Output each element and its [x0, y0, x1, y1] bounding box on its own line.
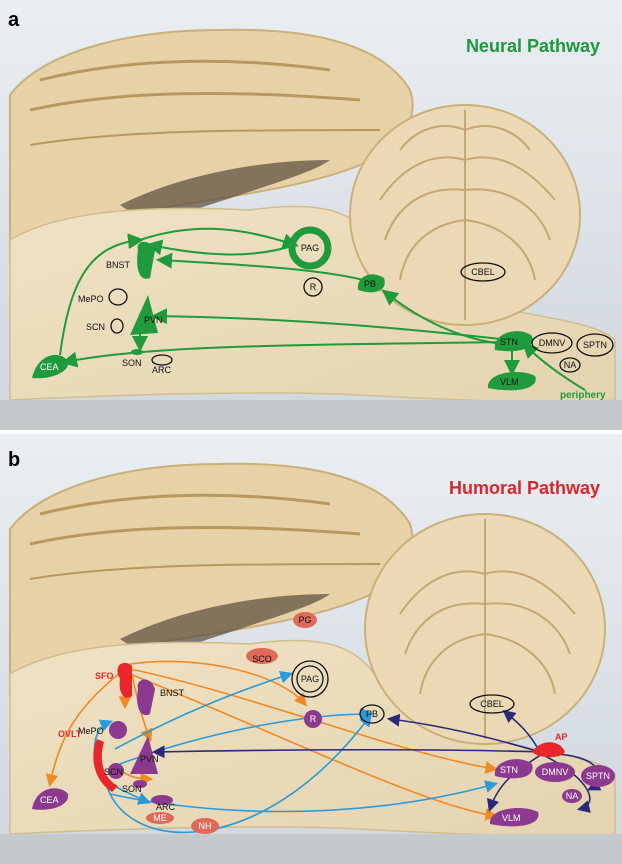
label-son: SON	[122, 358, 142, 368]
label-stn: STN	[500, 337, 518, 347]
label-sfo: SFO	[95, 671, 114, 681]
label-stn-b: STN	[500, 765, 518, 775]
label-na-b: NA	[566, 791, 579, 801]
label-dmnv-b: DMNV	[542, 767, 569, 777]
label-me: ME	[153, 813, 167, 823]
label-sptn: SPTN	[583, 340, 607, 350]
label-mepo-b: MePO	[78, 726, 104, 736]
label-bnst-b: BNST	[160, 688, 185, 698]
label-pb-b: PB	[366, 709, 378, 719]
label-dmnv: DMNV	[539, 338, 566, 348]
label-ap: AP	[555, 732, 568, 742]
label-pvn: PVN	[144, 315, 163, 325]
panel-title-neural: Neural Pathway	[466, 36, 600, 56]
label-cea-b: CEA	[40, 795, 59, 805]
label-pb: PB	[364, 279, 376, 289]
label-nh: NH	[199, 821, 212, 831]
label-son-b: SON	[122, 784, 142, 794]
label-vlm-b: VLM	[502, 813, 521, 823]
label-scn-b: SCN	[104, 767, 123, 777]
label-cbel: CBEL	[471, 267, 495, 277]
label-r-b: R	[310, 714, 317, 724]
panel-title-humoral: Humoral Pathway	[449, 478, 600, 498]
label-pvn-b: PVN	[140, 754, 159, 764]
label-r: R	[310, 282, 317, 292]
brain-photo-neural: a Neural Pathway BNST MePO SCN PVN SON A…	[0, 0, 622, 430]
label-periphery: periphery	[560, 390, 606, 401]
label-cbel-b: CBEL	[480, 699, 504, 709]
label-arc-b: ARC	[156, 802, 176, 812]
label-sptn-b: SPTN	[586, 771, 610, 781]
label-sco: SCO	[252, 654, 272, 664]
brain-photo-humoral: b Humoral Pathway SFO OVLT PG SCO ME NH	[0, 434, 622, 864]
panel-letter-b: b	[8, 449, 20, 471]
label-scn: SCN	[86, 322, 105, 332]
label-arc: ARC	[152, 365, 172, 375]
label-na: NA	[564, 360, 577, 370]
panel-a-neural: a Neural Pathway BNST MePO SCN PVN SON A…	[0, 0, 622, 430]
label-bnst: BNST	[106, 260, 131, 270]
nucleus-mepo-b	[109, 721, 127, 739]
label-mepo: MePO	[78, 294, 104, 304]
panel-letter-a: a	[8, 9, 20, 31]
label-vlm: VLM	[500, 377, 519, 387]
label-pag-b: PAG	[301, 674, 319, 684]
panel-b-humoral: b Humoral Pathway SFO OVLT PG SCO ME NH	[0, 434, 622, 864]
label-cea: CEA	[40, 362, 59, 372]
label-pag: PAG	[301, 243, 319, 253]
nucleus-son	[131, 349, 143, 355]
label-pg: PG	[298, 615, 311, 625]
